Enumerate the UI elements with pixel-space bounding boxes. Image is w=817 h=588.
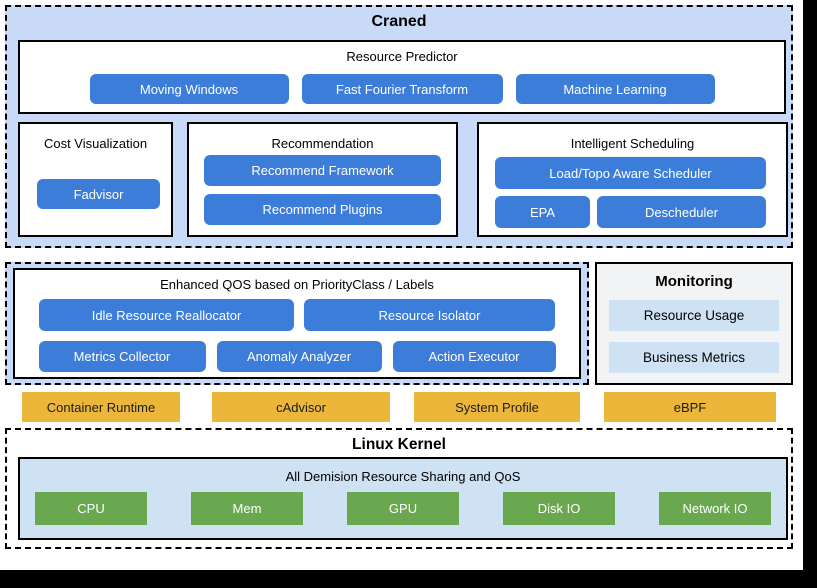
- cost-visualization-title: Cost Visualization: [43, 136, 148, 151]
- resource-predictor-row: Moving Windows Fast Fourier Transform Ma…: [20, 74, 784, 104]
- chip-business-metrics: Business Metrics: [609, 342, 779, 373]
- node-load-topo-aware-scheduler: Load/Topo Aware Scheduler: [495, 157, 766, 189]
- qos-row-1: Idle Resource Reallocator Resource Isola…: [15, 299, 579, 331]
- node-disk-io: Disk IO: [503, 492, 615, 525]
- kernel-sharing-box: All Demision Resource Sharing and QoS CP…: [18, 457, 788, 540]
- craned-title: Craned: [371, 13, 427, 30]
- qos-box: Enhanced QOS based on PriorityClass / La…: [13, 268, 581, 379]
- intelligent-scheduling-title: Intelligent Scheduling: [570, 136, 695, 151]
- craned-panel: Craned Resource Predictor Moving Windows…: [5, 5, 793, 248]
- node-epa: EPA: [495, 196, 590, 228]
- node-cadvisor: cAdvisor: [212, 392, 390, 422]
- node-idle-resource-reallocator: Idle Resource Reallocator: [39, 299, 294, 331]
- node-resource-isolator: Resource Isolator: [304, 299, 555, 331]
- node-container-runtime: Container Runtime: [22, 392, 180, 422]
- kernel-title: Linux Kernel: [352, 436, 446, 453]
- node-metrics-collector: Metrics Collector: [38, 341, 206, 372]
- recommendation-box: Recommendation Recommend Framework Recom…: [187, 122, 458, 237]
- node-system-profile: System Profile: [414, 392, 580, 422]
- intelligent-scheduling-box: Intelligent Scheduling Load/Topo Aware S…: [477, 122, 788, 237]
- node-action-executor: Action Executor: [392, 341, 556, 372]
- kernel-sharing-title: All Demision Resource Sharing and QoS: [285, 469, 521, 484]
- screen-edge-right: [803, 0, 817, 588]
- qos-panel: Enhanced QOS based on PriorityClass / La…: [5, 262, 589, 385]
- monitoring-box: Monitoring Resource Usage Business Metri…: [595, 262, 793, 385]
- node-moving-windows: Moving Windows: [89, 74, 289, 104]
- node-recommend-framework: Recommend Framework: [204, 155, 441, 186]
- kernel-panel: Linux Kernel All Demision Resource Shari…: [5, 428, 793, 549]
- qos-row-2: Metrics Collector Anomaly Analyzer Actio…: [15, 341, 579, 372]
- node-descheduler: Descheduler: [597, 196, 766, 228]
- monitoring-title: Monitoring: [655, 273, 733, 290]
- chip-resource-usage: Resource Usage: [609, 300, 779, 331]
- cost-visualization-box: Cost Visualization Fadvisor: [18, 122, 173, 237]
- node-gpu: GPU: [347, 492, 459, 525]
- node-mem: Mem: [191, 492, 303, 525]
- node-ebpf: eBPF: [604, 392, 776, 422]
- kernel-row: CPU Mem GPU Disk IO Network IO: [20, 492, 786, 525]
- node-cpu: CPU: [35, 492, 147, 525]
- node-recommend-plugins: Recommend Plugins: [204, 194, 441, 225]
- recommendation-title: Recommendation: [271, 136, 374, 151]
- resource-predictor-title: Resource Predictor: [346, 49, 458, 64]
- node-fadvisor: Fadvisor: [37, 179, 160, 209]
- qos-title: Enhanced QOS based on PriorityClass / La…: [160, 277, 434, 292]
- node-anomaly-analyzer: Anomaly Analyzer: [216, 341, 382, 372]
- node-fast-fourier-transform: Fast Fourier Transform: [301, 74, 503, 104]
- screen-edge-bottom: [0, 570, 817, 588]
- resource-predictor-box: Resource Predictor Moving Windows Fast F…: [18, 40, 786, 114]
- node-machine-learning: Machine Learning: [515, 74, 715, 104]
- node-network-io: Network IO: [659, 492, 771, 525]
